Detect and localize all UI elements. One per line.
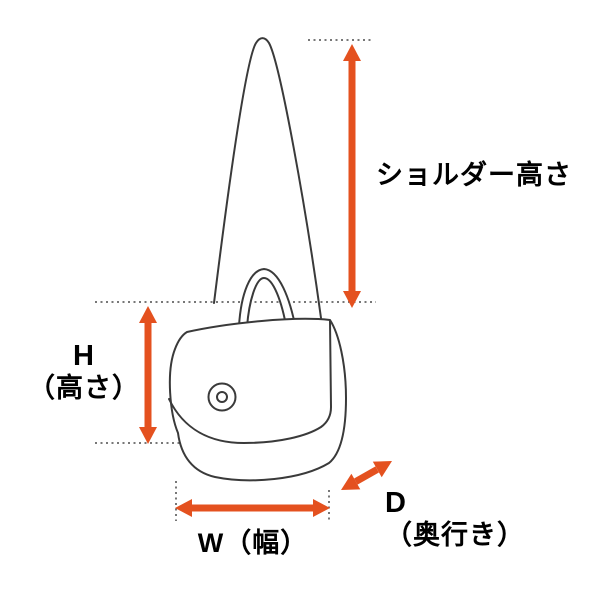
arrow-head-down-icon [343, 291, 361, 308]
height-arrow [139, 306, 157, 444]
bag-illustration [168, 37, 347, 482]
arrow-head-lower-left-icon [341, 473, 361, 490]
arrow-head-left-icon [175, 499, 192, 517]
height-label-abbr: H [73, 340, 95, 372]
button-closure-outer [207, 382, 237, 412]
height-label-full: （高さ） [28, 373, 140, 404]
width-label: W（幅） [197, 528, 309, 558]
depth-label: D （奥行き） [385, 487, 525, 551]
depth-arrow-shaft [354, 466, 379, 485]
bag-flap-edge [168, 320, 332, 444]
button-closure-inner [216, 391, 228, 403]
height-label: H （高さ） [18, 340, 150, 404]
depth-arrow [341, 461, 392, 490]
arrow-head-up-icon [139, 306, 157, 323]
arrow-head-upper-right-icon [372, 461, 392, 478]
arrow-head-right-icon [313, 499, 330, 517]
shoulder-height-label: ショルダー高さ [376, 160, 572, 190]
measurement-arrows [139, 44, 392, 517]
depth-label-abbr: D [385, 487, 407, 519]
arrow-head-up-icon [343, 44, 361, 61]
guide-lines [95, 39, 376, 521]
bag-body [168, 317, 347, 482]
depth-label-full: （奥行き） [385, 520, 525, 551]
shoulder-height-arrow [343, 44, 361, 308]
arrow-head-down-icon [139, 427, 157, 444]
width-arrow [175, 499, 330, 517]
shoulder-strap [213, 37, 322, 319]
